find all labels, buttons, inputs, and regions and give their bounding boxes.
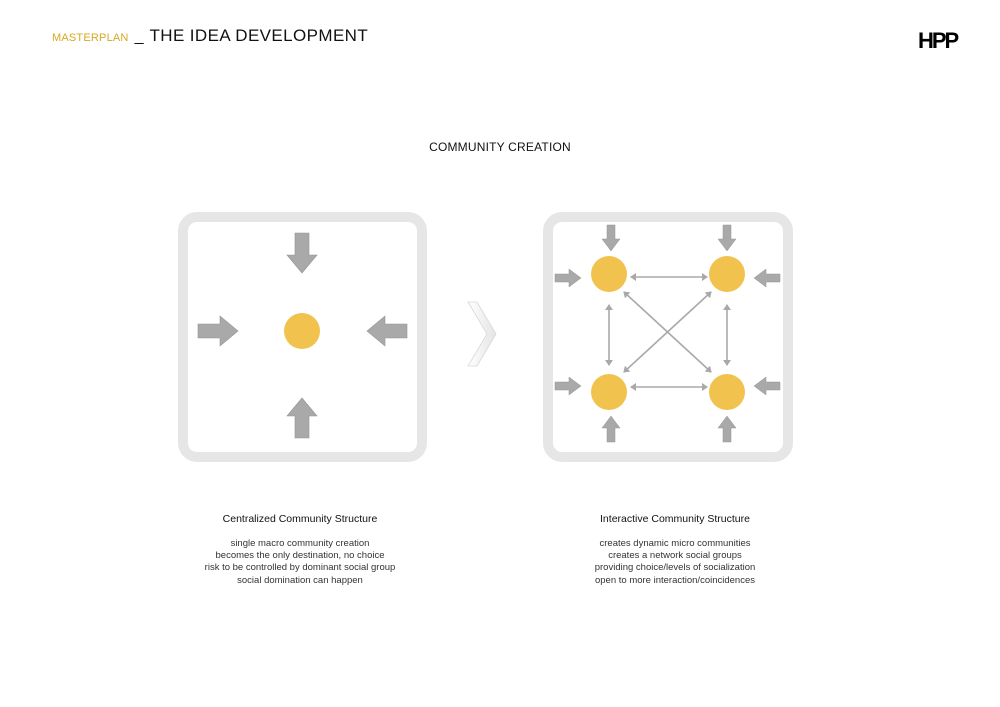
node-top-left xyxy=(591,256,627,292)
caption-line: providing choice/levels of socialization xyxy=(594,562,756,574)
chevron-right-icon xyxy=(467,301,497,367)
caption-title: Centralized Community Structure xyxy=(222,513,378,525)
page-title: THE IDEA DEVELOPMENT xyxy=(149,26,369,45)
double-arrow-icon xyxy=(623,291,712,373)
caption-line: single macro community creation xyxy=(230,538,370,549)
caption-line: risk to be controlled by dominant social… xyxy=(204,562,396,574)
caption-line: becomes the only destination, no choice xyxy=(215,550,385,562)
network-connectors xyxy=(605,273,731,391)
caption-line: creates dynamic micro communities xyxy=(599,538,751,549)
caption-title: Interactive Community Structure xyxy=(600,513,750,525)
caption-line: social domination can happen xyxy=(237,574,363,586)
header: MASTERPLAN _ THE IDEA DEVELOPMENT xyxy=(52,26,368,46)
hpp-logo: HPP xyxy=(918,28,959,53)
caption-line: creates a network social groups xyxy=(608,550,742,562)
node-bottom-right xyxy=(709,374,745,410)
node-bottom-left xyxy=(591,374,627,410)
section-title: COMMUNITY CREATION xyxy=(429,140,571,154)
panel-interactive xyxy=(543,212,793,462)
caption-centralized: Centralized Community Structure single m… xyxy=(150,513,450,587)
caption-line: open to more interaction/coincidences xyxy=(594,574,755,586)
caption-interactive: Interactive Community Structure creates … xyxy=(525,513,825,587)
header-separator: _ xyxy=(134,28,144,45)
central-node xyxy=(284,313,320,349)
node-top-right xyxy=(709,256,745,292)
header-kicker: MASTERPLAN xyxy=(52,32,129,44)
